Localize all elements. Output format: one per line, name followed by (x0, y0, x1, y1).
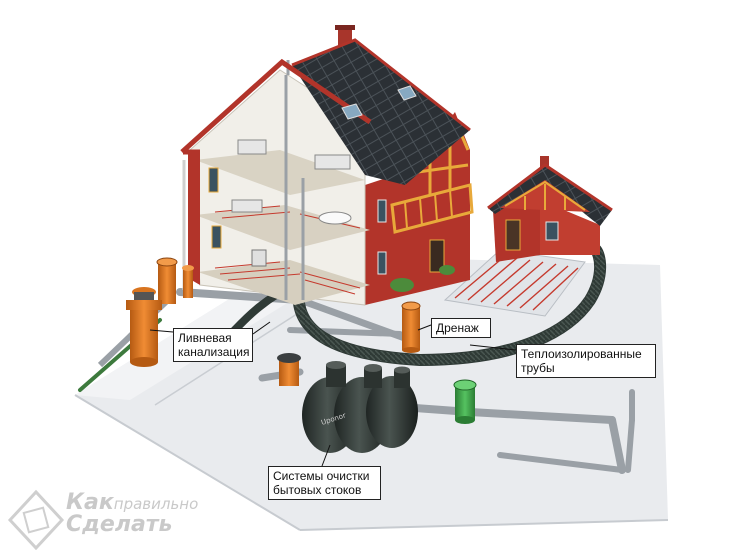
floor-heating-field (443, 249, 586, 317)
label-insulated-pipes: Теплоизолированные трубы (516, 344, 656, 378)
leader-lines (149, 321, 517, 467)
logo-line-2: Сделать (66, 512, 172, 537)
septic-tank: Uponor (302, 361, 418, 453)
inspection-well (277, 353, 301, 386)
label-drainage: Дренаж (431, 318, 491, 338)
infiltration-well (453, 379, 477, 424)
grey-pipes (78, 288, 635, 474)
logo-word-sdelat: Сделать (66, 512, 173, 537)
logo-mark (7, 489, 65, 550)
label-septic-systems: Системы очистки бытовых стоков (268, 466, 381, 500)
logo-line-1: Какправильно (66, 490, 198, 515)
logo-word-pravilno: правильно (113, 495, 199, 513)
logo-word-kak: Как (66, 490, 114, 515)
drain-well (401, 301, 421, 353)
main-house (180, 25, 474, 306)
garage (487, 156, 613, 262)
label-storm-sewer: Ливневая канализация (173, 328, 253, 362)
storm-wells (97, 257, 194, 368)
